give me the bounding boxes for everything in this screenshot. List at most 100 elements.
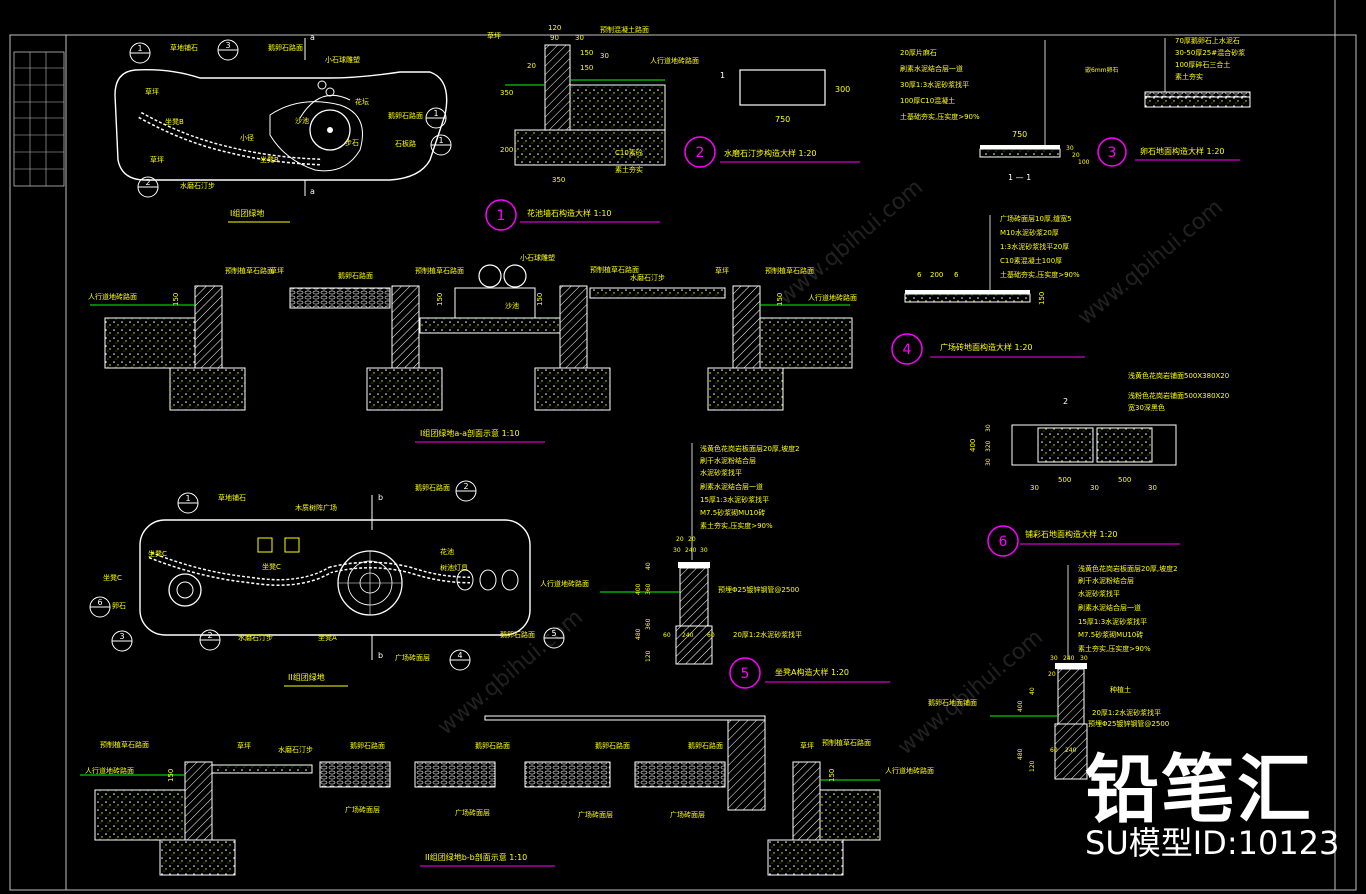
detail5-layer: 刷素水泥结合层一道	[700, 482, 763, 491]
sectionB-label: 预制植草石路面	[100, 740, 149, 749]
detail2-dim: 750	[775, 115, 790, 124]
detail-3-pebble-ground: 70厚鹅卵石上水泥石 30-50厚25#混合砂浆 100厚碎石三合土 素土夯实 …	[1085, 36, 1251, 167]
detail3-layer: 100厚碎石三合土	[1175, 60, 1230, 69]
plan1-label: 坐凳B	[165, 117, 184, 126]
detail7-dim: 480	[1017, 748, 1024, 760]
detail-6-colored-stone: 浅黄色花岗岩铺面500X380X20 浅粉色花岗岩铺面500X380X20 宽3…	[969, 371, 1229, 557]
detail7-layer: 15厚1:3水泥砂浆找平	[1078, 617, 1147, 626]
detail2s-layer: 土基础夯实,压实度>90%	[900, 112, 980, 121]
detail1-dim: 150	[580, 64, 593, 72]
detail5-label: 预埋Φ25镀锌钢管@2500	[718, 585, 799, 594]
detail4-dim: 150	[1038, 292, 1046, 305]
plan1-label: 坐凳B	[260, 155, 279, 164]
detail2s-layer: 100厚C10混凝土	[900, 96, 955, 105]
detail1-dim: 350	[500, 89, 513, 97]
detail3-layer: 素土夯实	[1175, 72, 1203, 81]
detail1-dim: 20	[527, 62, 536, 70]
detail1-dim: 150	[580, 49, 593, 57]
plan2-label: 花池	[440, 547, 454, 556]
detail6-label: 宽30深黑色	[1128, 403, 1165, 412]
plan1-callout-1: 1	[137, 44, 142, 53]
detail6-callout: 2	[1063, 397, 1068, 406]
detail6-dim: 30	[1090, 484, 1099, 492]
sectionB-label: 草坪	[800, 741, 814, 750]
detail5-dim: 360	[645, 618, 652, 630]
detail6-dim: 500	[1118, 476, 1131, 484]
detail4-dim: 6	[917, 271, 922, 279]
plan-2-group-green: 1 2 3 2 5 6 4 草地铺石 木质树阵广场 鹅卵石路面 坐凳C 坐凳C …	[89, 480, 565, 687]
detail7-dim: 60	[1050, 747, 1058, 754]
detail-4-plaza-tile: 广场砖面层10厚,缝宽5 M10水泥砂浆20厚 1:3水泥砂浆找平20厚 C10…	[891, 214, 1085, 365]
sectionA-label: 沙池	[505, 301, 519, 310]
detail6-dim: 30	[985, 424, 992, 432]
watermark-model-id: SU模型ID:10123	[1085, 824, 1340, 862]
detail7-dim: 20	[1048, 671, 1056, 678]
detail5-layer: 刷干水泥粉结合层	[700, 456, 756, 465]
sectionA-title: I组团绿地a-a剖面示意 1:10	[420, 428, 520, 438]
detail1-label: 草坪	[487, 31, 501, 40]
plan2-callout-3: 3	[119, 632, 124, 641]
plan2-title: II组团绿地	[288, 672, 325, 682]
detail-5-seat-a: 浅黄色花岗岩板面层20厚,坡度2 刷干水泥粉结合层 水泥砂浆找平 刷素水泥结合层…	[540, 443, 890, 689]
sectionB-label: 鹅卵石路面	[475, 741, 510, 750]
sectionB-label: 鹅卵石路面	[595, 741, 630, 750]
detail6-dim: 30	[1148, 484, 1157, 492]
detail6-dim: 30	[1030, 484, 1039, 492]
plan2-label: 坐凳C	[262, 562, 281, 571]
detail5-dim: 480	[635, 628, 642, 640]
detail7-layer: 刷素水泥结合层一道	[1078, 603, 1141, 612]
sectionA-label: 草坪	[715, 266, 729, 275]
plan1-title: I组团绿地	[230, 208, 264, 218]
sectionA-dim: 150	[536, 293, 544, 306]
plan2-label: 坐凳A	[318, 633, 337, 642]
plan2-callout-1: 1	[185, 494, 190, 503]
detail1-dim: 30	[600, 52, 609, 60]
detail1-number: 1	[497, 208, 506, 224]
plan1-label: 步石	[345, 139, 359, 147]
title-block	[13, 51, 65, 187]
plan1-label: 鹅卵石路面	[268, 43, 303, 52]
plan1-section-mark: a	[310, 33, 315, 42]
detail5-dim: 120	[645, 650, 652, 662]
detail7-dim: 30	[1080, 655, 1088, 662]
sectionA-dim: 150	[776, 293, 784, 306]
sectionA-label: 水磨石汀步	[630, 273, 665, 282]
section-a-a: 预制植草石路面 草坪 鹅卵石路面 预制植草石路面 小石球雕塑 预制植草石路面 水…	[88, 253, 857, 443]
detail5-dim: 30	[700, 547, 708, 554]
plan2-section-mark: b	[378, 493, 383, 502]
plan2-label: 鹅卵石路面	[415, 483, 450, 492]
detail-2-section: 20厚片麻石 刷素水泥结合层一道 30厚1:3水泥砂浆找平 100厚C10混凝土…	[900, 40, 1090, 182]
detail7-layer: 素土夯实,压实度>90%	[1078, 644, 1151, 653]
plan2-label: 水磨石汀步	[238, 633, 273, 642]
plan2-label: 草地铺石	[218, 493, 246, 502]
sectionA-label: 草坪	[270, 266, 284, 275]
plan1-label: 石板路	[395, 139, 416, 148]
detail2-callout: 1	[720, 71, 725, 80]
sectionA-label: 小石球雕塑	[520, 253, 555, 262]
detail1-label: C10素砼	[615, 148, 643, 157]
detail6-label: 浅黄色花岗岩铺面500X380X20	[1128, 371, 1229, 380]
detail6-label: 浅粉色花岗岩铺面500X380X20	[1128, 391, 1229, 400]
detail4-layer: M10水泥砂浆20厚	[1000, 228, 1059, 237]
plan2-label: 树池灯具	[440, 563, 468, 572]
detail1-title: 花池墙石构造大样 1:10	[527, 208, 612, 218]
sectionB-dim: 150	[828, 769, 836, 782]
detail5-number: 5	[741, 666, 750, 682]
detail2s-caption: 1 — 1	[1008, 173, 1031, 182]
detail7-label: 鹅卵石地面铺面	[928, 698, 977, 707]
detail6-title: 铺彩石地面构造大样 1:20	[1025, 529, 1118, 539]
detail2-dim: 300	[835, 85, 850, 94]
detail2s-layer: 20厚片麻石	[900, 48, 937, 57]
detail4-title: 广场砖地面构造大样 1:20	[940, 342, 1033, 352]
detail2s-dim: 20	[1072, 152, 1080, 159]
plan1-label: 鹅卵石路面	[388, 111, 423, 120]
sectionA-label: 预制植草石路面	[590, 265, 639, 274]
detail5-layer: 15厚1:3水泥砂浆找平	[700, 495, 769, 504]
detail3-layer: 70厚鹅卵石上水泥石	[1175, 36, 1240, 45]
detail7-dim: 240	[1065, 747, 1077, 754]
plan2-label: 广场砖面层	[395, 653, 430, 662]
detail2-number: 2	[696, 145, 705, 161]
sectionA-label: 人行道地砖路面	[88, 292, 137, 301]
detail7-label: 预埋Φ25镀锌钢管@2500	[1088, 719, 1169, 728]
detail7-dim: 240	[1063, 655, 1075, 662]
